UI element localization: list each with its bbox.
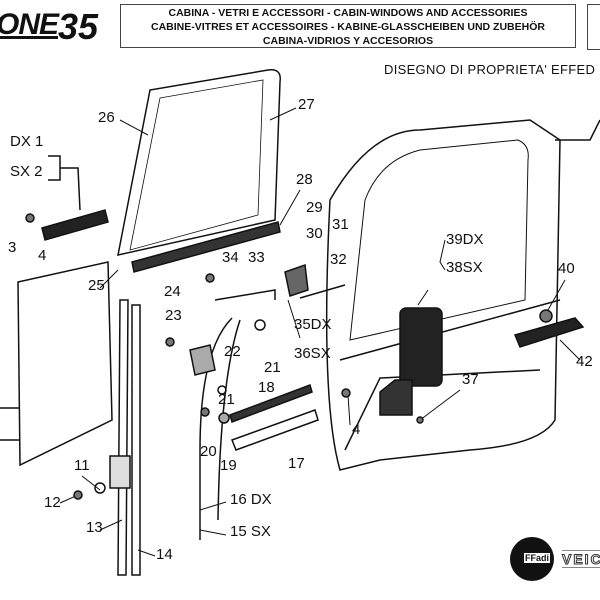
part-label: 11 [74, 457, 90, 474]
slider-17 [231, 409, 319, 451]
title-line: CABINA-VIDRIOS Y ACCESORIOS [262, 35, 434, 47]
part-label: 21 [264, 359, 281, 376]
model-number: 35 [58, 6, 99, 47]
part-label: 23 [165, 307, 182, 324]
part-label: 35DX [294, 316, 332, 333]
brand-logo: ONE [0, 8, 59, 41]
glass-channel [131, 221, 281, 273]
rail [117, 299, 129, 576]
part-label: 24 [164, 283, 181, 300]
part-label: DX 1 [10, 133, 44, 150]
title-line: CABINE-VITRES ET ACCESSOIRES - KABINE-GL… [151, 21, 545, 33]
part-label: SX 2 [10, 163, 43, 180]
part-label: 33 [248, 249, 265, 266]
part-label: 4 [38, 247, 47, 264]
part-label: 39DX [446, 231, 484, 248]
part-label: 36SX [294, 345, 331, 362]
part-label: 28 [296, 171, 313, 188]
effedi-logo-text: FFadi [524, 553, 550, 563]
property-note: DISEGNO DI PROPRIETA' EFFED [384, 62, 596, 77]
mirror [399, 307, 443, 387]
part-label: 21 [218, 391, 235, 408]
part-label: 17 [288, 455, 305, 472]
part-label: 14 [156, 546, 173, 563]
part-label: 31 [332, 216, 349, 233]
part-label: 16 DX [230, 491, 272, 508]
brand-wordmark: VEICO [562, 550, 600, 568]
door-handle [513, 317, 585, 348]
part-label: 15 SX [230, 523, 271, 540]
part-label: 29 [306, 199, 323, 216]
title-line: CABINA - VETRI E ACCESSORI - CABIN-WINDO… [168, 7, 528, 19]
title-box: CABINA - VETRI E ACCESSORI - CABIN-WINDO… [120, 4, 576, 48]
part-label: 34 [222, 249, 239, 266]
door-panel [17, 261, 113, 467]
part-label: 38SX [446, 259, 483, 276]
side-box [587, 4, 600, 50]
part-label: 22 [224, 343, 241, 360]
part-label: 19 [220, 457, 237, 474]
part-label: 3 [8, 239, 17, 256]
part-label: 13 [86, 519, 103, 536]
part-label: 40 [558, 260, 575, 277]
part-label: 27 [298, 96, 315, 113]
part-label: 26 [98, 109, 115, 126]
part-label: 32 [330, 251, 347, 268]
part-label: 20 [200, 443, 217, 460]
cabin-door [325, 119, 561, 471]
part-label: 37 [462, 371, 479, 388]
part-label: 12 [44, 494, 61, 511]
part-label: 4 [352, 421, 361, 438]
part-label: 18 [258, 379, 275, 396]
part-label: 25 [88, 277, 105, 294]
part-label: 42 [576, 353, 593, 370]
part-label: 30 [306, 225, 323, 242]
window-glass [117, 69, 281, 256]
